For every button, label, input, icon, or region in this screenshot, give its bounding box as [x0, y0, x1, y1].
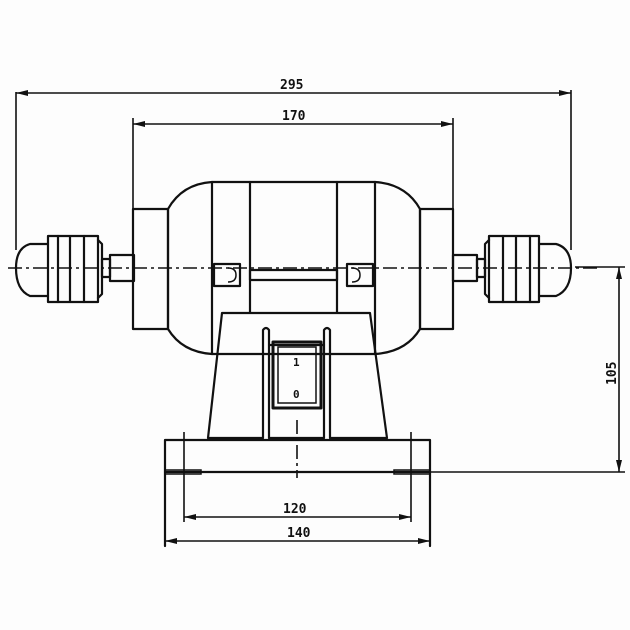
- left-spindle-chuck: [14, 234, 136, 304]
- dimension-overall-width: 295: [15, 78, 572, 250]
- motor-housing: [166, 180, 422, 356]
- base-plate: [163, 438, 432, 548]
- dimension-label-105: 105: [605, 362, 620, 385]
- dimension-label-295: 295: [280, 78, 303, 93]
- power-switch: 1 0: [271, 340, 323, 410]
- switch-on-label: 1: [293, 356, 300, 369]
- right-spindle-chuck: [451, 234, 573, 304]
- switch-off-label: 0: [293, 388, 300, 401]
- dimension-motor-width: 170: [132, 109, 454, 210]
- dimension-label-140: 140: [287, 526, 311, 541]
- dimension-label-120: 120: [283, 502, 307, 517]
- dimension-label-170: 170: [282, 109, 306, 124]
- dimension-shaft-height: 105: [430, 266, 625, 473]
- dimension-base-width: 140: [165, 526, 430, 544]
- dimension-hole-spacing: 120: [183, 432, 412, 522]
- pedestal-stand: [206, 311, 389, 440]
